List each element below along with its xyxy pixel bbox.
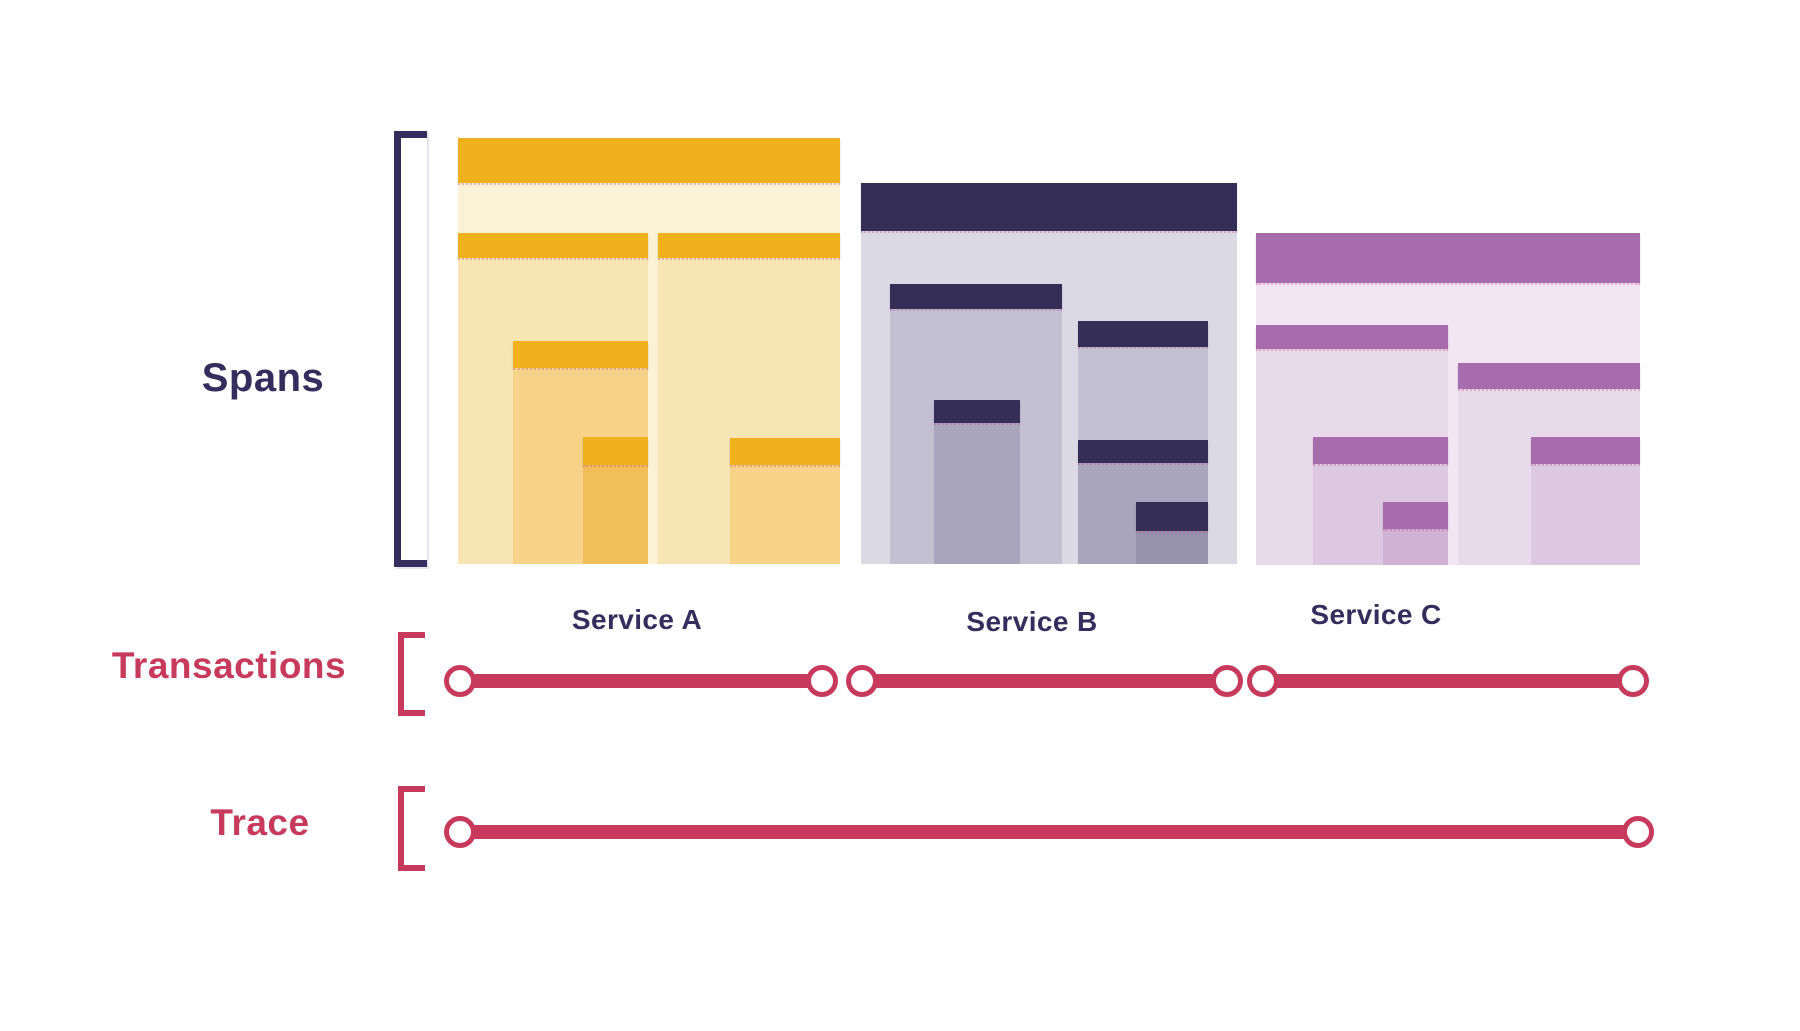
span-bar-service-c-2 [1313,437,1448,464]
span-bar-service-c-4 [1458,363,1640,389]
transaction-2-endpoint-end [1211,665,1243,697]
span-bar-service-b-4 [1078,440,1208,463]
span-bar-service-a-1 [458,233,648,258]
span-duration-service-a-4 [583,465,648,564]
span-bar-service-b-1 [890,284,1062,309]
transaction-1-endpoint-start [444,665,476,697]
transaction-3-endpoint-end [1617,665,1649,697]
span-bar-service-b-2 [934,400,1020,423]
transaction-1-line [460,674,822,688]
span-duration-service-b-5 [1136,531,1208,564]
span-duration-service-b-2 [934,423,1020,564]
span-bar-service-a-5 [730,438,840,465]
span-duration-service-a-5 [730,465,840,564]
transaction-3-line [1263,674,1633,688]
span-bar-service-c-5 [1531,437,1640,464]
trace-bracket [398,786,425,871]
trace-line [460,825,1638,839]
trace-endpoint-end [1622,816,1654,848]
span-bar-service-a-2 [658,233,840,258]
transaction-1-endpoint-end [806,665,838,697]
transaction-2-line [862,674,1227,688]
trace-label: Trace [210,802,310,843]
span-bar-service-c-0 [1256,233,1640,283]
span-bar-service-b-5 [1136,502,1208,531]
transactions-bracket [398,632,425,716]
transaction-3-endpoint-start [1247,665,1279,697]
span-bar-service-b-0 [861,183,1237,231]
span-bar-service-c-1 [1256,325,1448,349]
span-bar-service-c-3 [1383,502,1448,529]
transactions-label: Transactions [111,645,347,686]
service-label-b: Service B [966,606,1098,637]
transaction-2-endpoint-start [846,665,878,697]
trace-endpoint-start [444,816,476,848]
service-label-c: Service C [1310,599,1442,630]
spans-bracket [394,131,427,567]
span-duration-service-c-3 [1383,529,1448,565]
service-label-a: Service A [571,604,703,635]
span-bar-service-a-3 [513,341,648,368]
span-duration-service-c-5 [1531,464,1640,565]
spans-label: Spans [201,356,325,400]
span-bar-service-a-4 [583,437,648,465]
span-bar-service-b-3 [1078,321,1208,347]
span-bar-service-a-0 [458,138,840,183]
